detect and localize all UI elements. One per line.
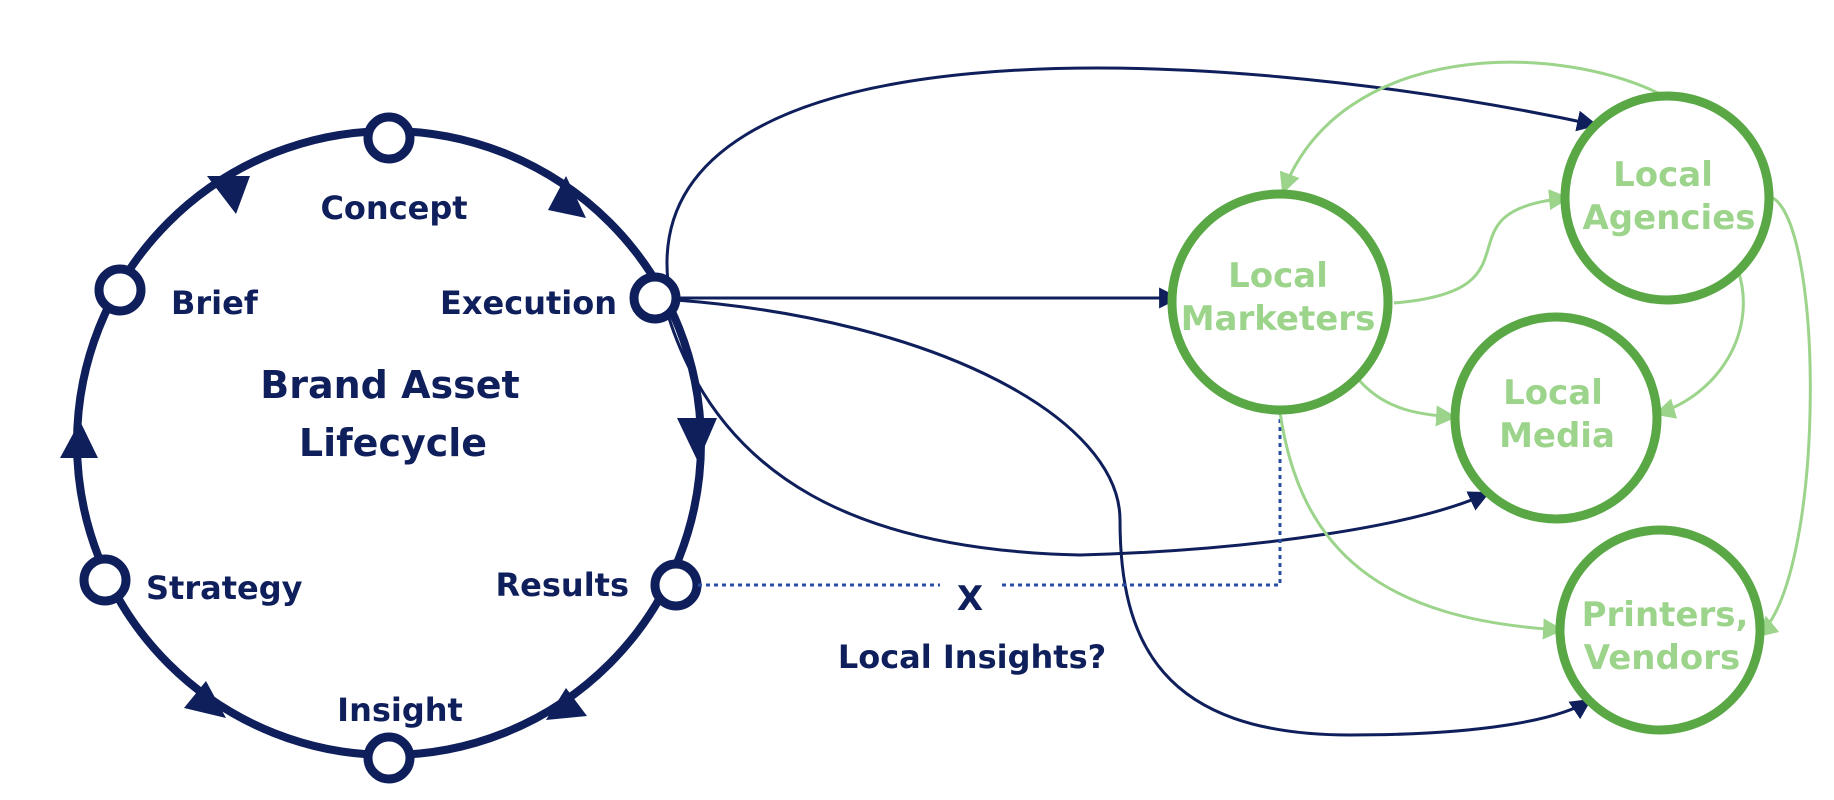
- node-printers-vendors[interactable]: [1555, 525, 1765, 735]
- ring-arrow-concept-execution: [548, 176, 586, 218]
- lifecycle-title-line1: Brand Asset: [260, 363, 519, 407]
- stage-node-concept[interactable]: [363, 112, 415, 164]
- ring-arrow-results-insight: [546, 688, 587, 720]
- connector-agencies-to-printers: [1756, 196, 1812, 638]
- local-marketers-label-line2: Marketers: [1181, 299, 1376, 339]
- stage-label-brief: Brief: [171, 284, 259, 322]
- ring-arrow-execution-results: [677, 418, 717, 462]
- local-agencies-label-line2: Agencies: [1582, 198, 1755, 238]
- stage-label-insight: Insight: [337, 691, 463, 729]
- local-agencies-label-line1: Local: [1613, 155, 1713, 195]
- printers-vendors-label-line2: Vendors: [1584, 638, 1740, 678]
- stage-node-brief[interactable]: [94, 264, 146, 316]
- connector-agencies-to-marketers: [1279, 60, 1669, 194]
- node-local-media[interactable]: [1450, 312, 1662, 524]
- connector-agencies-to-media: [1653, 269, 1745, 419]
- local-marketers-label-line1: Local: [1228, 256, 1328, 296]
- local-insights-question: Local Insights?: [838, 638, 1106, 676]
- connector-marketers-to-printers: [1278, 411, 1565, 640]
- local-media-label-line2: Media: [1499, 416, 1615, 456]
- ring-arrow-strategy-brief: [60, 421, 98, 458]
- connector-marketers-to-media: [1357, 379, 1458, 427]
- stage-node-results[interactable]: [650, 559, 702, 611]
- insight-gap-dotted-line: [698, 412, 1282, 587]
- ring-arrowheads: [60, 176, 717, 720]
- stage-label-strategy: Strategy: [146, 569, 303, 607]
- connector-execution-to-media: [666, 314, 1490, 557]
- ring-arrow-insight-strategy: [184, 681, 226, 718]
- local-relationship-arrows: [1278, 60, 1812, 640]
- connector-marketers-to-agencies: [1393, 189, 1571, 305]
- stage-node-execution[interactable]: [629, 272, 681, 324]
- execution-connectors: [665, 66, 1599, 737]
- stage-label-results: Results: [496, 566, 629, 604]
- connector-execution-to-printers: [675, 298, 1592, 737]
- stage-label-concept: Concept: [320, 189, 467, 227]
- stage-node-strategy[interactable]: [79, 554, 131, 606]
- printers-vendors-label-line1: Printers,: [1582, 595, 1749, 635]
- lifecycle-title-line2: Lifecycle: [299, 421, 487, 465]
- stage-label-execution: Execution: [440, 284, 617, 322]
- stage-node-insight[interactable]: [363, 732, 415, 784]
- node-local-agencies[interactable]: [1560, 91, 1774, 305]
- ring-arrow-brief-concept: [207, 176, 250, 214]
- node-local-marketers[interactable]: [1167, 189, 1393, 415]
- connector-execution-to-agencies: [665, 66, 1599, 283]
- local-media-label-line1: Local: [1503, 373, 1603, 413]
- insight-gap-mark: X: [957, 579, 983, 619]
